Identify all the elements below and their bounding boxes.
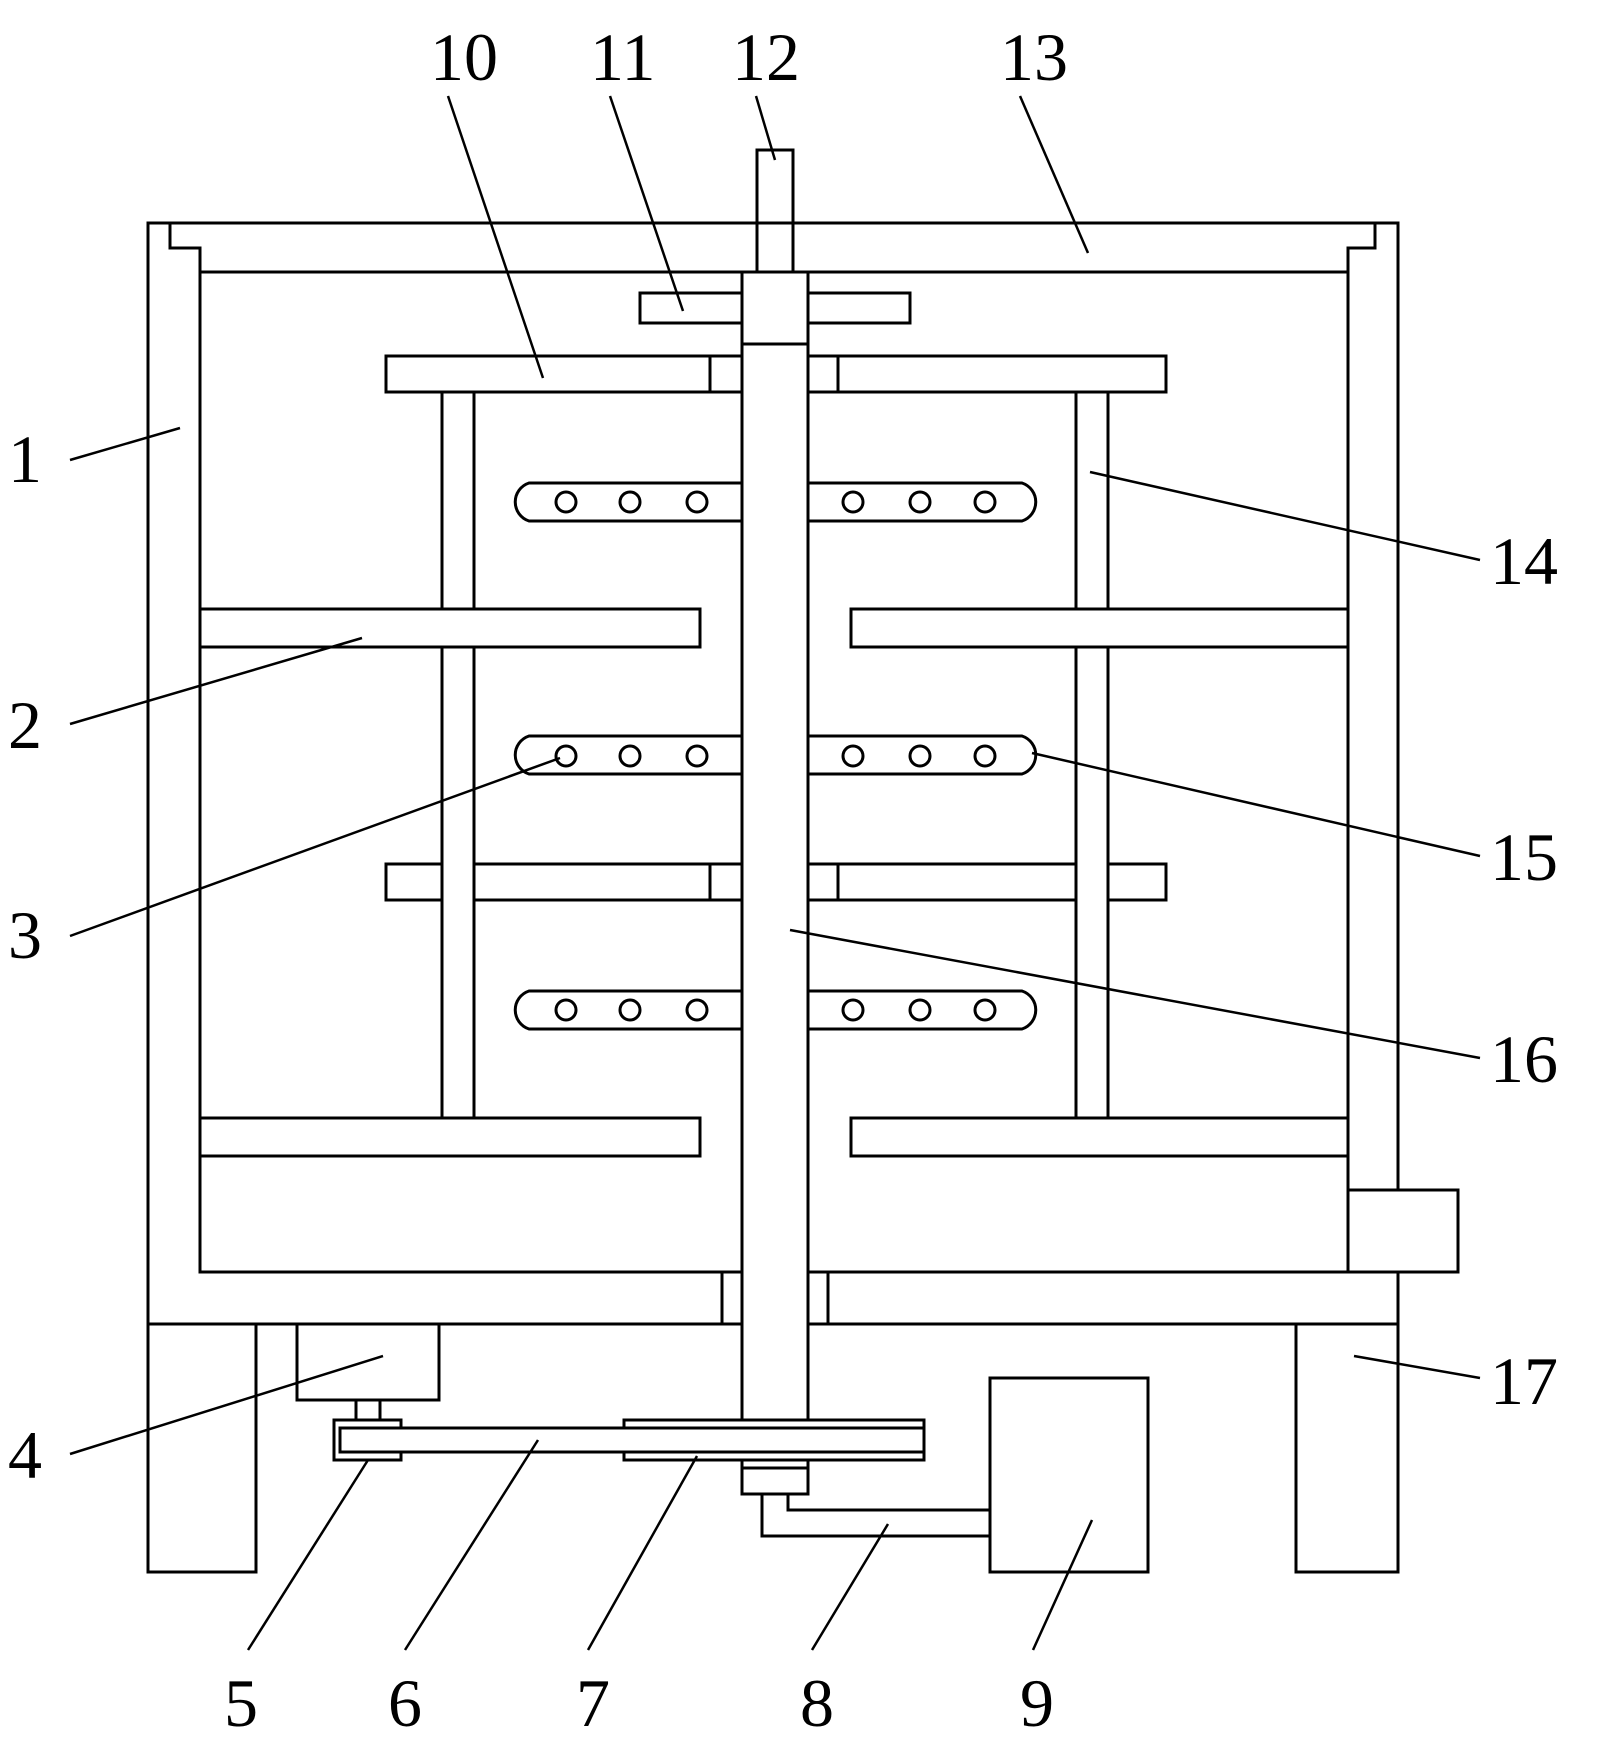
label-4: 4 xyxy=(8,1417,42,1493)
label-16: 16 xyxy=(1490,1021,1558,1097)
outlet xyxy=(1346,1188,1460,1274)
label-2: 2 xyxy=(8,687,42,763)
support-legs xyxy=(146,1322,1400,1574)
label-6: 6 xyxy=(388,1665,422,1741)
label-3: 3 xyxy=(8,897,42,973)
label-5: 5 xyxy=(224,1665,258,1741)
label-15: 15 xyxy=(1490,819,1558,895)
belt-drive xyxy=(338,1418,926,1462)
label-10: 10 xyxy=(430,19,498,95)
callout-labels: 1 2 3 4 5 6 7 8 9 10 11 12 13 14 15 16 1… xyxy=(8,19,1558,1741)
stirring-arms xyxy=(513,481,1038,1031)
baffle-plates xyxy=(198,607,1350,1158)
pipe-and-box xyxy=(760,1376,1150,1574)
label-12: 12 xyxy=(732,19,800,95)
handle-bar xyxy=(638,270,912,346)
label-8: 8 xyxy=(800,1665,834,1741)
label-17: 17 xyxy=(1490,1343,1558,1419)
lid xyxy=(168,148,1377,274)
label-13: 13 xyxy=(1000,19,1068,95)
label-7: 7 xyxy=(576,1665,610,1741)
label-1: 1 xyxy=(8,421,42,497)
label-11: 11 xyxy=(590,19,655,95)
central-shaft xyxy=(720,342,830,1496)
label-14: 14 xyxy=(1490,523,1558,599)
label-9: 9 xyxy=(1020,1665,1054,1741)
leader-lines xyxy=(69,95,1481,1651)
